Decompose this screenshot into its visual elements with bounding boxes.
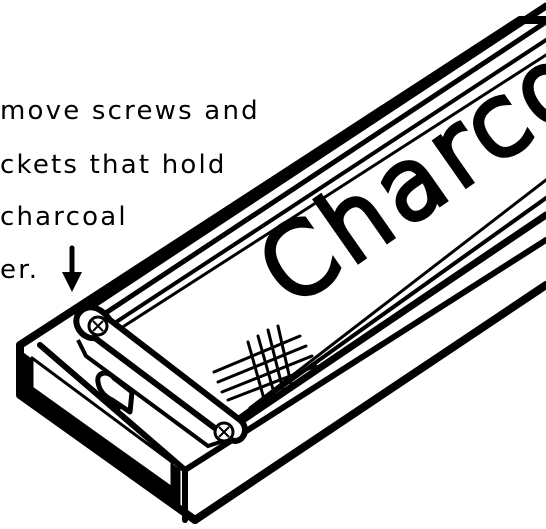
arrow-down-icon bbox=[62, 245, 82, 292]
crosshatch-icon bbox=[212, 324, 318, 408]
bracket bbox=[73, 304, 248, 449]
screw-icon bbox=[213, 421, 235, 443]
clip bbox=[95, 370, 135, 415]
screw-icon bbox=[87, 315, 109, 337]
